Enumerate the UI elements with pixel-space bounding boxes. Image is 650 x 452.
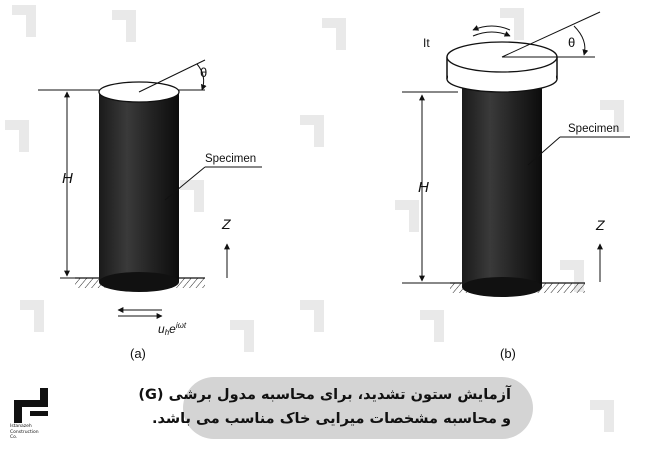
angle-arc (573, 25, 589, 56)
rotation-arrow-top (472, 25, 511, 31)
angle-ray (138, 59, 206, 93)
watermark-pattern (5, 5, 624, 432)
panel-a: H θ Specimen Z uheiωt (a) (38, 59, 262, 361)
z-axis-label: Z (595, 217, 605, 233)
angle-ray (501, 11, 601, 58)
logo-line-2: Construction (10, 429, 39, 435)
caption-line-2: و محاسبه مشخصات میرایی خاک مناسب می باشد… (151, 411, 511, 427)
height-label: H (62, 170, 73, 187)
excitation-label: uheiωt (158, 321, 187, 337)
height-label: H (418, 179, 429, 196)
angle-arc (196, 63, 207, 91)
panel-a-label: (a) (130, 346, 146, 361)
specimen-cylinder (99, 92, 179, 282)
caption-line-1: آزمایش ستون تشدید، برای محاسبه مدول برشی… (138, 387, 511, 403)
company-logo-text: Istanazeh Construction Co. (10, 424, 58, 441)
caption-box: آزمایش ستون تشدید، برای محاسبه مدول برشی… (138, 377, 533, 439)
top-mass-label: It (423, 36, 430, 50)
logo-line-3: Co. (10, 435, 18, 440)
angle-label: θ (568, 35, 575, 50)
specimen-label: Specimen (205, 153, 256, 165)
logo-line-1: Istanazeh (10, 424, 32, 429)
angle-label: θ (200, 65, 207, 80)
rotation-arrow-bottom (472, 31, 511, 37)
specimen-leader-line (527, 136, 561, 166)
panel-b-label: (b) (500, 346, 516, 361)
company-logo (14, 388, 48, 423)
specimen-cylinder (462, 80, 542, 287)
specimen-leader-line (164, 166, 206, 201)
panel-b: It H θ Specimen Z (b) (402, 11, 630, 361)
specimen-label: Specimen (568, 123, 619, 135)
z-axis-label: Z (221, 216, 231, 232)
